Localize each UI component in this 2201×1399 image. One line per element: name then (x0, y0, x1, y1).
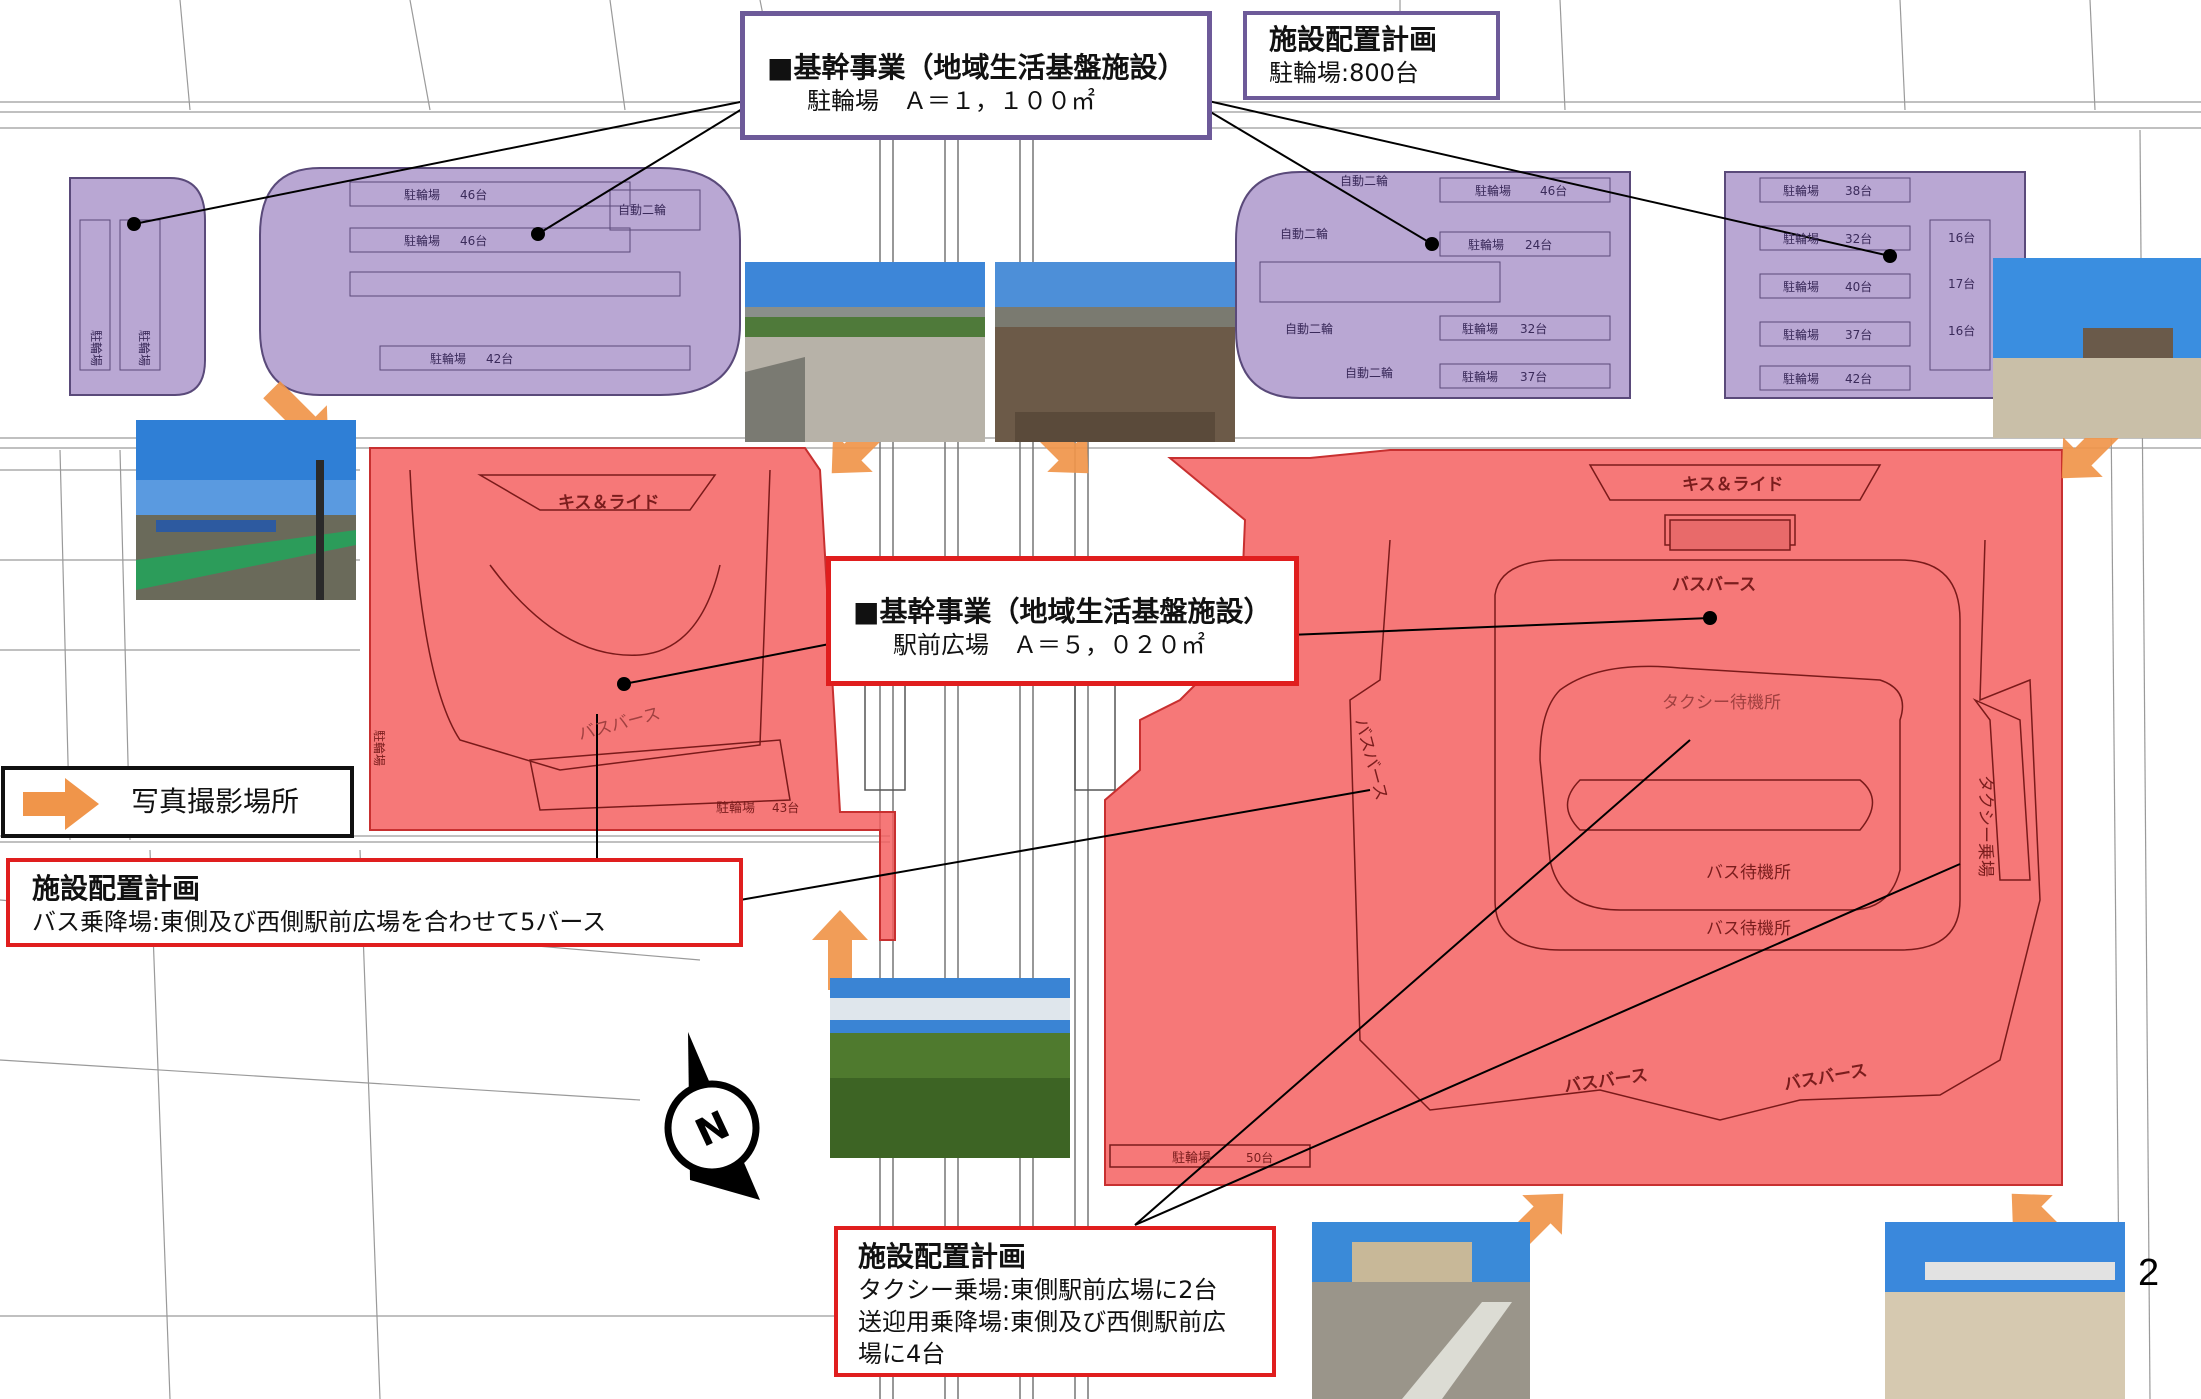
moto-label-5: 自動二輪 (1345, 365, 1393, 380)
moto-label-1: 自動二輪 (618, 202, 666, 217)
legend-label: 写真撮影場所 (131, 785, 300, 818)
bike-count-f: 24台 (1525, 237, 1552, 252)
callout-body: 駐輪場:800台 (1269, 59, 1419, 87)
site-photo-west-road (136, 420, 356, 600)
north-arrow-icon: N (664, 1032, 760, 1200)
callout-plaza-main: ■基幹事業（地域生活基盤施設） 駅前広場 Ａ＝５，０２０㎡ (826, 556, 1299, 686)
bike-count-q: 16台 (1948, 323, 1975, 338)
leader-lines (133, 94, 1961, 1226)
callout-body: バス乗降場:東側及び西側駅前広場を合わせて5バース (32, 908, 607, 936)
callout-bike-parking-main: ■基幹事業（地域生活基盤施設） 駐輪場 Ａ＝１，１００㎡ (740, 11, 1212, 140)
callout-body: 駅前広場 Ａ＝５，０２０㎡ (893, 631, 1205, 659)
bike-count-k: 40台 (1845, 279, 1872, 294)
callout-title: 施設配置計画 (858, 1240, 1027, 1273)
callout-line-2: 送迎用乗降場:東側及び西側駅前広 (858, 1308, 1227, 1336)
bike-label-12: 駐輪場 (1783, 371, 1819, 386)
bike-label-4: 駐輪場 (1475, 183, 1511, 198)
bike-count-e: 46台 (1540, 183, 1567, 198)
moto-label-4: 自動二輪 (1285, 321, 1333, 336)
kiss-ride-label-east: キス＆ライド (1682, 475, 1784, 495)
legend-photo-location: 写真撮影場所 (1, 766, 354, 838)
bike-label-11: 駐輪場 (1783, 327, 1819, 342)
site-photo-south-center (1312, 1222, 1530, 1399)
bike-label-8: 駐輪場 (1783, 183, 1819, 198)
bus-berth-label-north: バスバース (1672, 575, 1756, 595)
bike-label-1: 駐輪場 (404, 187, 440, 202)
bike-count-p: 17台 (1948, 276, 1975, 291)
bike-label-5: 駐輪場 (1468, 237, 1504, 252)
taxi-waiting-label: タクシー待機所 (1662, 693, 1781, 713)
bus-waiting-label-2: バス待機所 (1706, 919, 1791, 939)
bike-label-6: 駐輪場 (1462, 321, 1498, 336)
callout-title: ■基幹事業（地域生活基盤施設） (853, 595, 1272, 628)
callout-title: 施設配置計画 (1269, 23, 1438, 56)
parking-count-labels: 駐輪場 46台 駐輪場 46台 駐輪場 42台 自動二輪 駐輪場 46台 駐輪場… (89, 173, 1975, 386)
bike-count-d: 43台 (772, 800, 799, 815)
bike-count-j: 32台 (1845, 231, 1872, 246)
bike-count-c: 42台 (486, 351, 513, 366)
callout-title: ■基幹事業（地域生活基盤施設） (767, 51, 1186, 84)
bike-label-3: 駐輪場 (430, 351, 466, 366)
page-number: 2 (2138, 1252, 2160, 1294)
photo-image (995, 262, 1235, 442)
kiss-ride-label-west: キス＆ライド (558, 493, 660, 513)
bike-count-n: 50台 (1246, 1150, 1273, 1165)
bicycle-parking-label-west: 駐輪場 (716, 800, 755, 816)
site-photo-west-lot (745, 262, 985, 442)
moto-label-3: 自動二輪 (1280, 226, 1328, 241)
bike-count-g: 32台 (1520, 321, 1547, 336)
bike-count-l: 37台 (1845, 327, 1872, 342)
photo-image (1993, 258, 2201, 438)
photo-image (1312, 1222, 1530, 1399)
site-photo-east-lot (1993, 258, 2201, 438)
bicycle-parking-label-south: 駐輪場 (1172, 1150, 1211, 1166)
photo-image (136, 420, 356, 600)
bike-label-7: 駐輪場 (1462, 369, 1498, 384)
callout-taxi-pickup-plan: 施設配置計画 タクシー乗場:東側駅前広場に2台 送迎用乗降場:東側及び西側駅前広… (834, 1226, 1276, 1377)
callout-line-3: 場に4台 (858, 1340, 946, 1368)
callout-title: 施設配置計画 (32, 872, 201, 905)
photo-image (830, 978, 1070, 1158)
bus-waiting-label-1: バス待機所 (1706, 863, 1791, 883)
photo-arrow-icon (23, 778, 99, 830)
bike-count-h: 37台 (1520, 369, 1547, 384)
moto-label-2: 自動二輪 (1340, 173, 1388, 188)
site-photo-south-east (1885, 1222, 2125, 1399)
taxi-stand-label: タクシー乗場 (1975, 775, 1995, 877)
site-photo-center-lot (995, 262, 1235, 442)
photo-image (1885, 1222, 2125, 1399)
bike-count-m: 42台 (1845, 371, 1872, 386)
bike-label-10: 駐輪場 (1783, 279, 1819, 294)
photo-image (745, 262, 985, 442)
bicycle-parking-zones (69, 167, 2026, 399)
photo-arrow-icon (812, 910, 868, 990)
callout-bus-berth-plan: 施設配置計画 バス乗降場:東側及び西側駅前広場を合わせて5バース (6, 858, 743, 947)
bike-count-i: 38台 (1845, 183, 1872, 198)
bike-label-14: 駐輪場 (137, 330, 152, 366)
bike-label-9: 駐輪場 (1783, 231, 1819, 246)
bike-count-a: 46台 (460, 187, 487, 202)
bike-label-2: 駐輪場 (404, 233, 440, 248)
parking-stall-rows (79, 177, 1991, 391)
callout-line-1: タクシー乗場:東側駅前広場に2台 (858, 1276, 1218, 1304)
bike-count-b: 46台 (460, 233, 487, 248)
bike-label-13: 駐輪場 (89, 330, 104, 366)
bicycle-parking-label-west-vertical: 駐輪場 (372, 730, 387, 766)
plaza-internal-lines (409, 464, 2041, 1168)
callout-body: 駐輪場 Ａ＝１，１００㎡ (807, 87, 1095, 115)
bike-count-o: 16台 (1948, 230, 1975, 245)
callout-bike-parking-plan: 施設配置計画 駐輪場:800台 (1243, 11, 1500, 100)
site-photo-south-west (830, 978, 1070, 1158)
